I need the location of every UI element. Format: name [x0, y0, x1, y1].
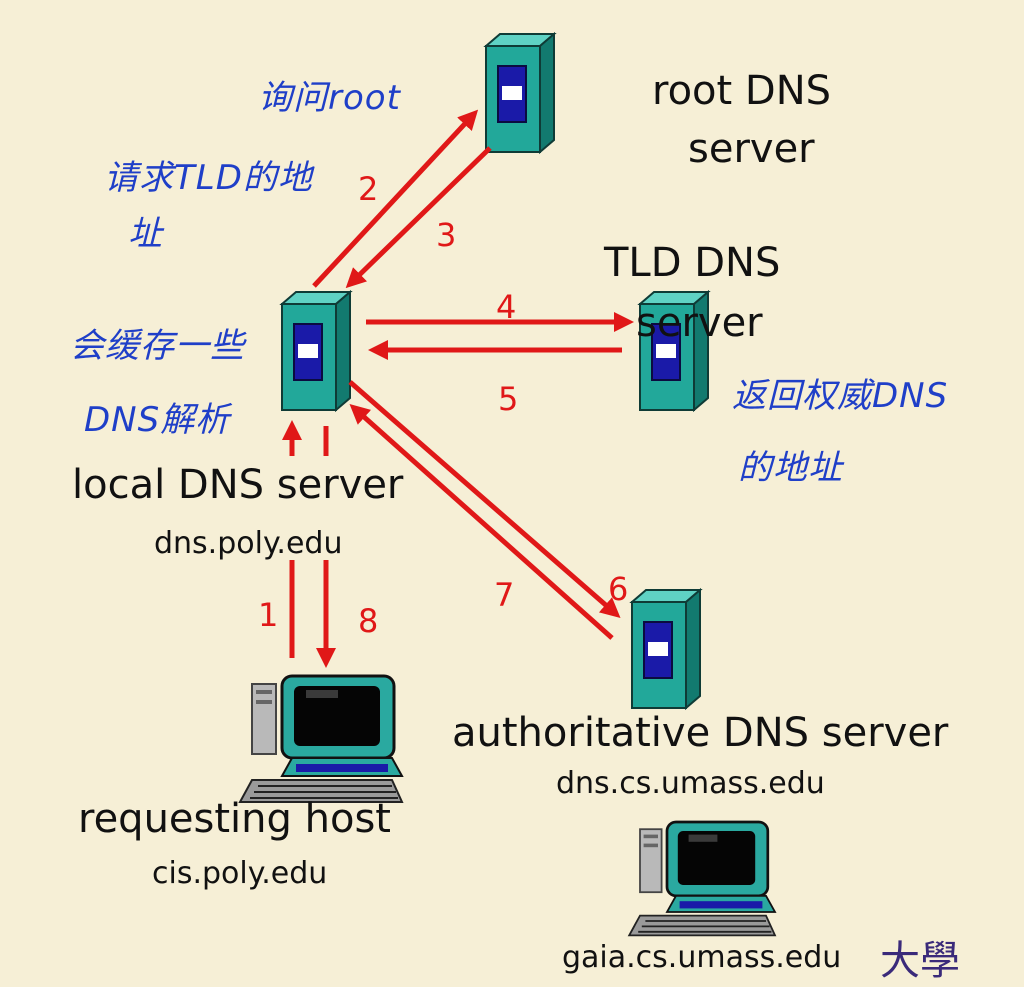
step-1-number: 1	[258, 596, 279, 634]
annotation-request-tld-line1: 请求TLD的地	[104, 158, 313, 198]
step-5-number: 5	[498, 380, 519, 418]
step-4-number: 4	[496, 288, 517, 326]
requesting-host-computer-icon	[238, 674, 404, 804]
step-2-number: 2	[358, 170, 379, 208]
annotation-return-auth-line2: 的地址	[738, 448, 843, 488]
arrow-step-3	[345, 146, 492, 289]
arrow-step-6	[348, 380, 621, 618]
annotation-request-tld-line2: 址	[128, 214, 163, 254]
requesting-host-hostname: cis.poly.edu	[152, 856, 328, 891]
local-server-hostname: dns.poly.edu	[154, 526, 343, 561]
step-7-number: 7	[494, 576, 515, 614]
tld-server-label-line1: TLD DNS	[604, 240, 781, 286]
local-server-icon	[281, 291, 351, 411]
step-8-number: 8	[358, 602, 379, 640]
root-server-label-line2: server	[688, 126, 815, 172]
watermark-text: 大學	[880, 938, 960, 984]
authoritative-server-label: authoritative DNS server	[452, 710, 949, 756]
local-server-label: local DNS server	[72, 462, 404, 508]
step-3-number: 3	[436, 216, 457, 254]
arrow-step-7	[349, 404, 614, 640]
annotation-cache-line2: DNS解析	[84, 400, 231, 440]
authoritative-server-icon	[631, 589, 701, 709]
root-server-label-line1: root DNS	[652, 68, 832, 114]
requesting-host-label: requesting host	[78, 796, 391, 842]
arrow-step-2	[312, 109, 479, 288]
tld-server-label-line2: server	[636, 300, 763, 346]
step-6-number: 6	[608, 570, 629, 608]
root-server-icon	[485, 33, 555, 153]
annotation-ask-root: 询问root	[258, 78, 401, 118]
authoritative-server-hostname: dns.cs.umass.edu	[556, 766, 825, 801]
gaia-hostname: gaia.cs.umass.edu	[562, 940, 842, 975]
annotation-return-auth-line1: 返回权威DNS	[732, 376, 949, 416]
annotation-cache-line1: 会缓存一些	[70, 326, 245, 366]
gaia-computer-icon	[627, 820, 777, 937]
